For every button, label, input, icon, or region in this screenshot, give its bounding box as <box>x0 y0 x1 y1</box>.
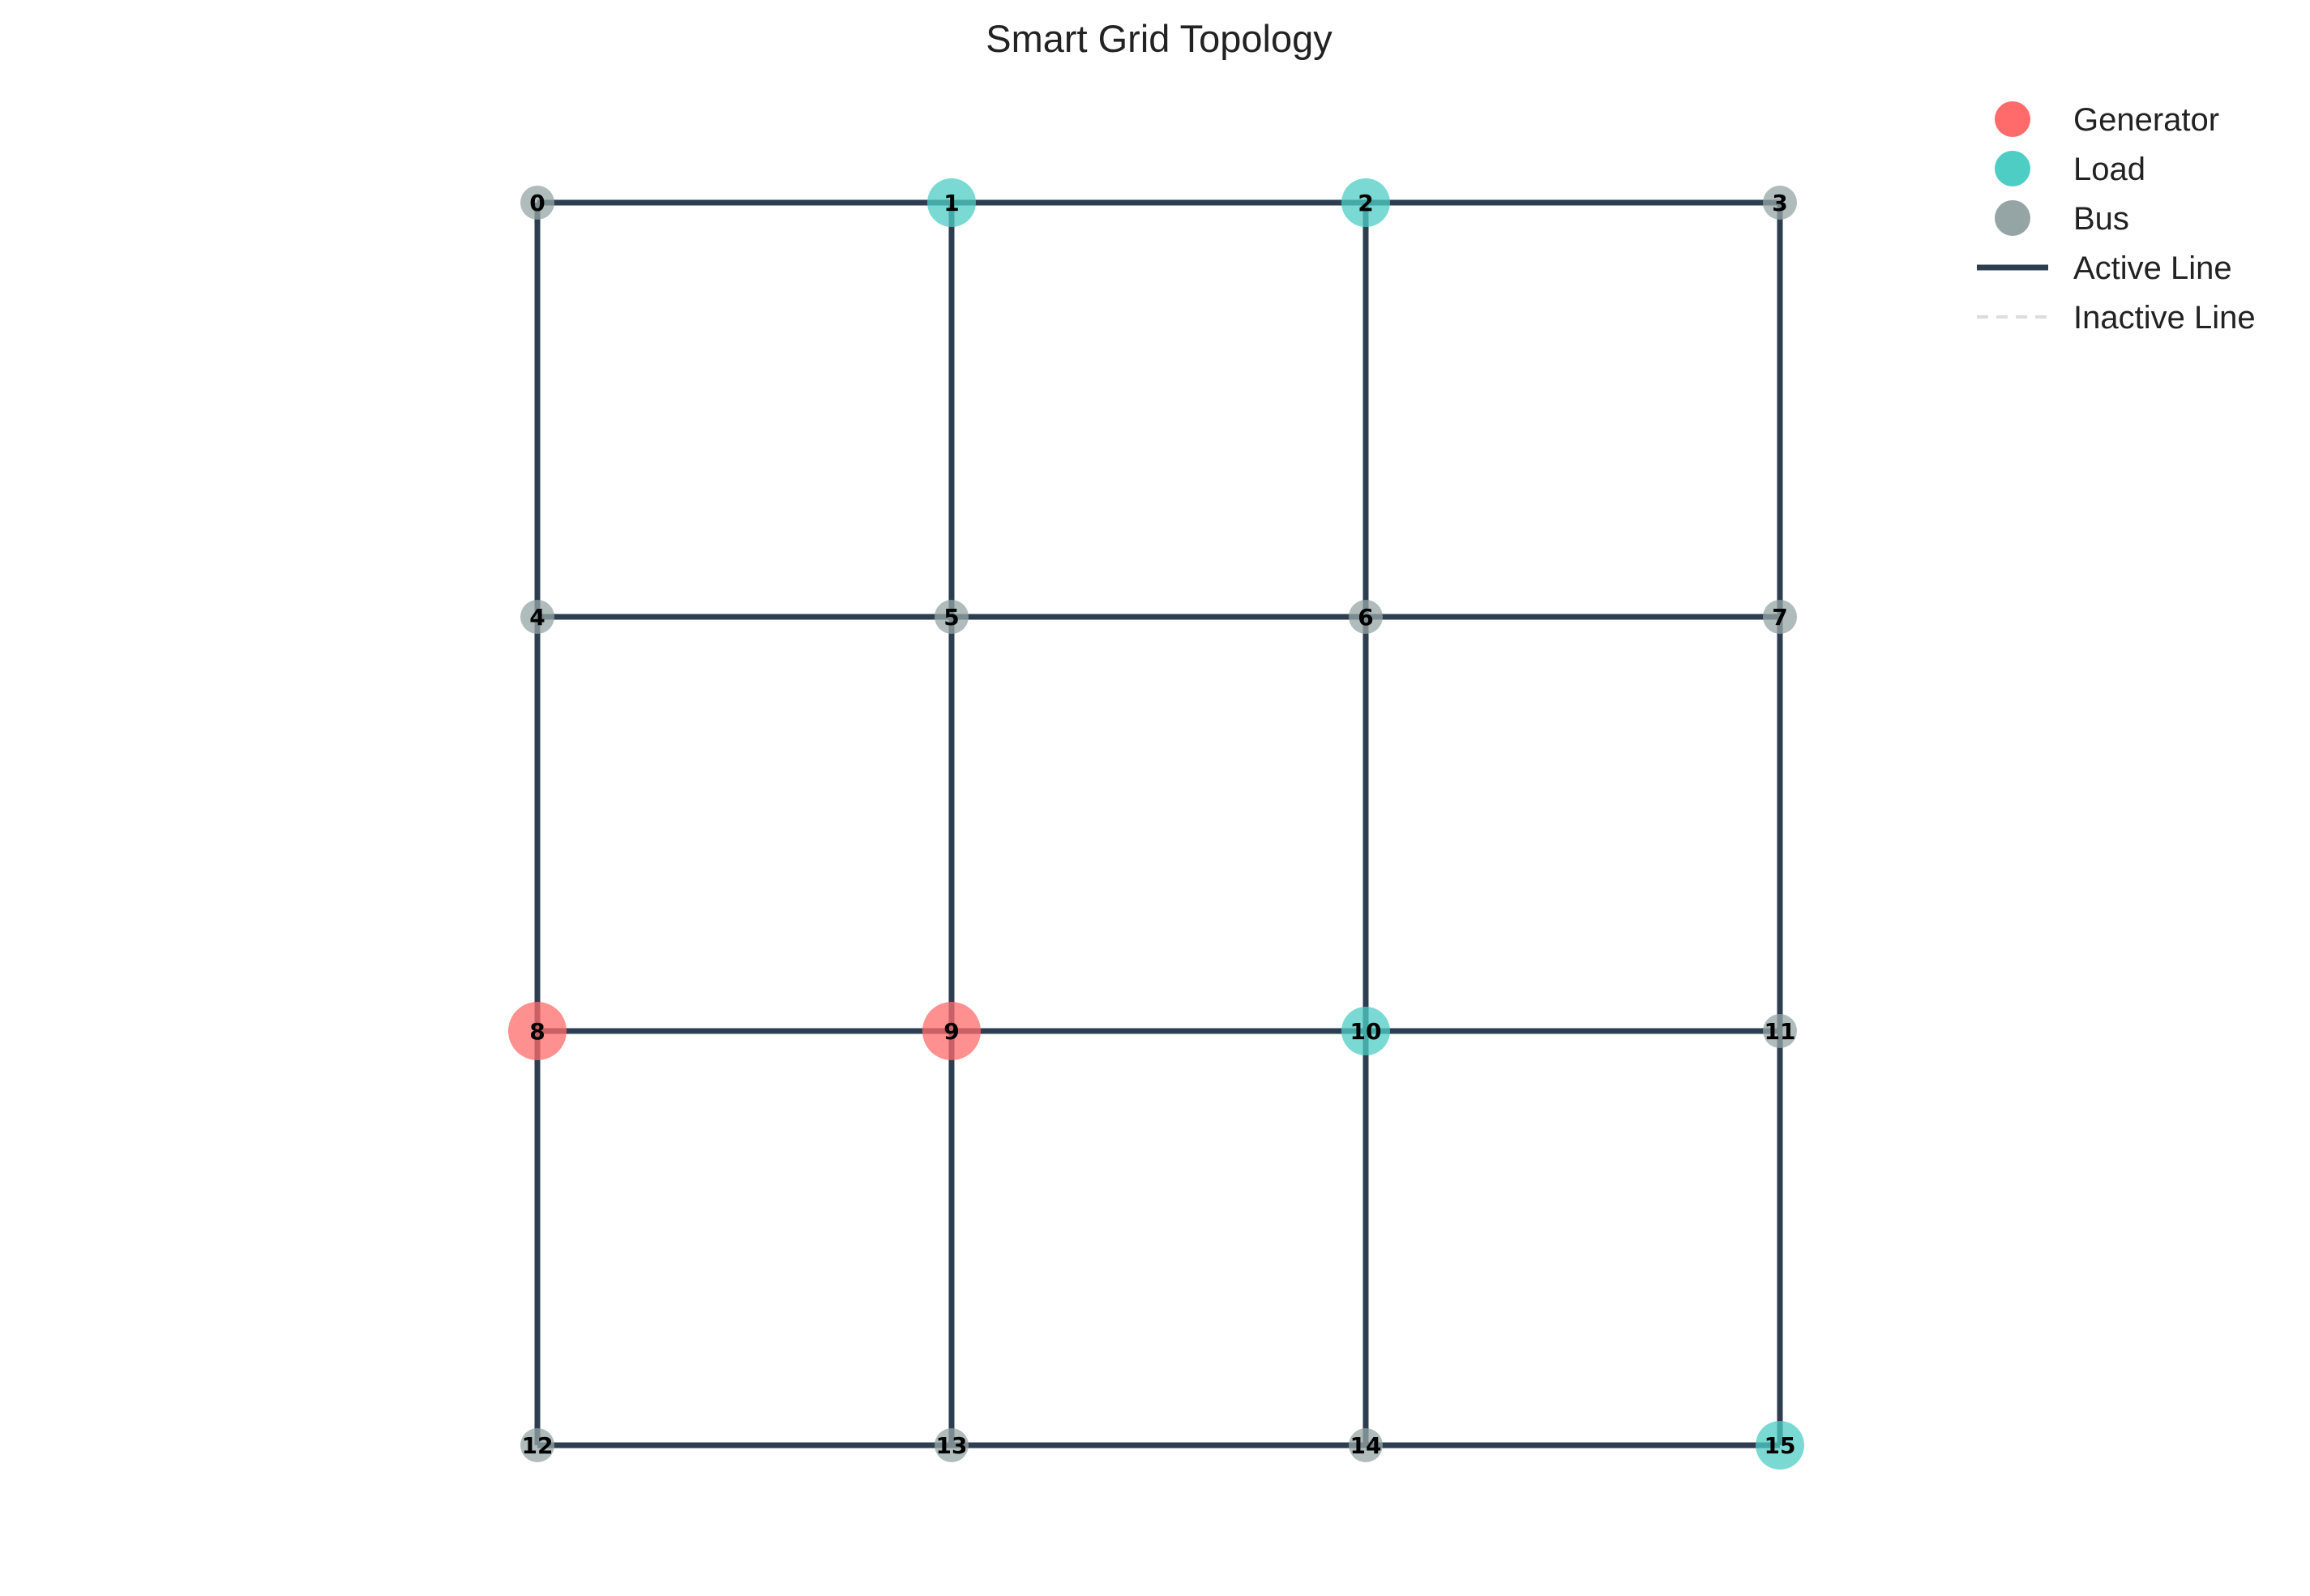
legend-inactive-label: Inactive Line <box>2073 300 2256 336</box>
legend-bus-marker <box>1995 200 2030 236</box>
node-10: 10 <box>1341 1007 1390 1055</box>
legend-entry-inactive: Inactive Line <box>1977 300 2256 336</box>
node-1-label: 1 <box>943 190 959 216</box>
node-2-load-marker <box>1341 178 1390 227</box>
diagram-title: Smart Grid Topology <box>986 17 1333 60</box>
legend-active-label: Active Line <box>2073 250 2232 286</box>
node-14-label: 14 <box>1350 1432 1382 1459</box>
node-3-label: 3 <box>1772 190 1787 216</box>
node-14: 14 <box>1349 1428 1383 1462</box>
node-1: 1 <box>927 178 976 227</box>
node-12: 12 <box>520 1428 554 1462</box>
node-4: 4 <box>520 600 554 634</box>
node-1-load-marker <box>927 178 976 227</box>
node-0-bus-marker <box>520 186 554 220</box>
node-12-label: 12 <box>522 1432 554 1459</box>
legend-entry-active: Active Line <box>1977 250 2232 286</box>
node-9-label: 9 <box>943 1018 959 1045</box>
node-13-bus-marker <box>935 1428 969 1462</box>
node-9: 9 <box>922 1002 981 1060</box>
node-0: 0 <box>520 186 554 220</box>
node-11: 11 <box>1763 1014 1797 1048</box>
node-5-label: 5 <box>943 604 959 631</box>
node-2: 2 <box>1341 178 1390 227</box>
node-9-generator-marker <box>922 1002 981 1060</box>
node-13-label: 13 <box>936 1432 968 1459</box>
edges-layer <box>534 199 1783 1448</box>
node-4-label: 4 <box>529 604 545 631</box>
legend-entry-load: Load <box>1995 151 2145 187</box>
node-15-label: 15 <box>1765 1432 1796 1459</box>
node-4-bus-marker <box>520 600 554 634</box>
node-10-load-marker <box>1341 1007 1390 1055</box>
legend-generator-label: Generator <box>2073 102 2219 138</box>
node-15-load-marker <box>1756 1421 1804 1470</box>
legend-entry-bus: Bus <box>1995 200 2129 237</box>
node-11-label: 11 <box>1765 1018 1796 1045</box>
legend-bus-label: Bus <box>2073 201 2129 237</box>
node-8: 8 <box>508 1002 567 1060</box>
node-7-label: 7 <box>1772 604 1787 631</box>
legend-load-label: Load <box>2073 152 2145 187</box>
node-2-label: 2 <box>1358 190 1373 216</box>
node-5-bus-marker <box>935 600 969 634</box>
node-11-bus-marker <box>1763 1014 1797 1048</box>
node-3: 3 <box>1763 186 1797 220</box>
node-6: 6 <box>1349 600 1383 634</box>
legend-generator-marker <box>1995 101 2030 137</box>
node-7: 7 <box>1763 600 1797 634</box>
legend-entry-generator: Generator <box>1995 101 2219 138</box>
node-8-generator-marker <box>508 1002 567 1060</box>
node-10-label: 10 <box>1350 1018 1382 1045</box>
node-8-label: 8 <box>529 1018 545 1045</box>
node-12-bus-marker <box>520 1428 554 1462</box>
node-7-bus-marker <box>1763 600 1797 634</box>
node-13: 13 <box>935 1428 969 1462</box>
legend-load-marker <box>1995 151 2030 186</box>
node-6-bus-marker <box>1349 600 1383 634</box>
node-5: 5 <box>935 600 969 634</box>
node-0-label: 0 <box>529 190 545 216</box>
node-6-label: 6 <box>1358 604 1373 631</box>
node-14-bus-marker <box>1349 1428 1383 1462</box>
node-15: 15 <box>1756 1421 1804 1470</box>
node-3-bus-marker <box>1763 186 1797 220</box>
